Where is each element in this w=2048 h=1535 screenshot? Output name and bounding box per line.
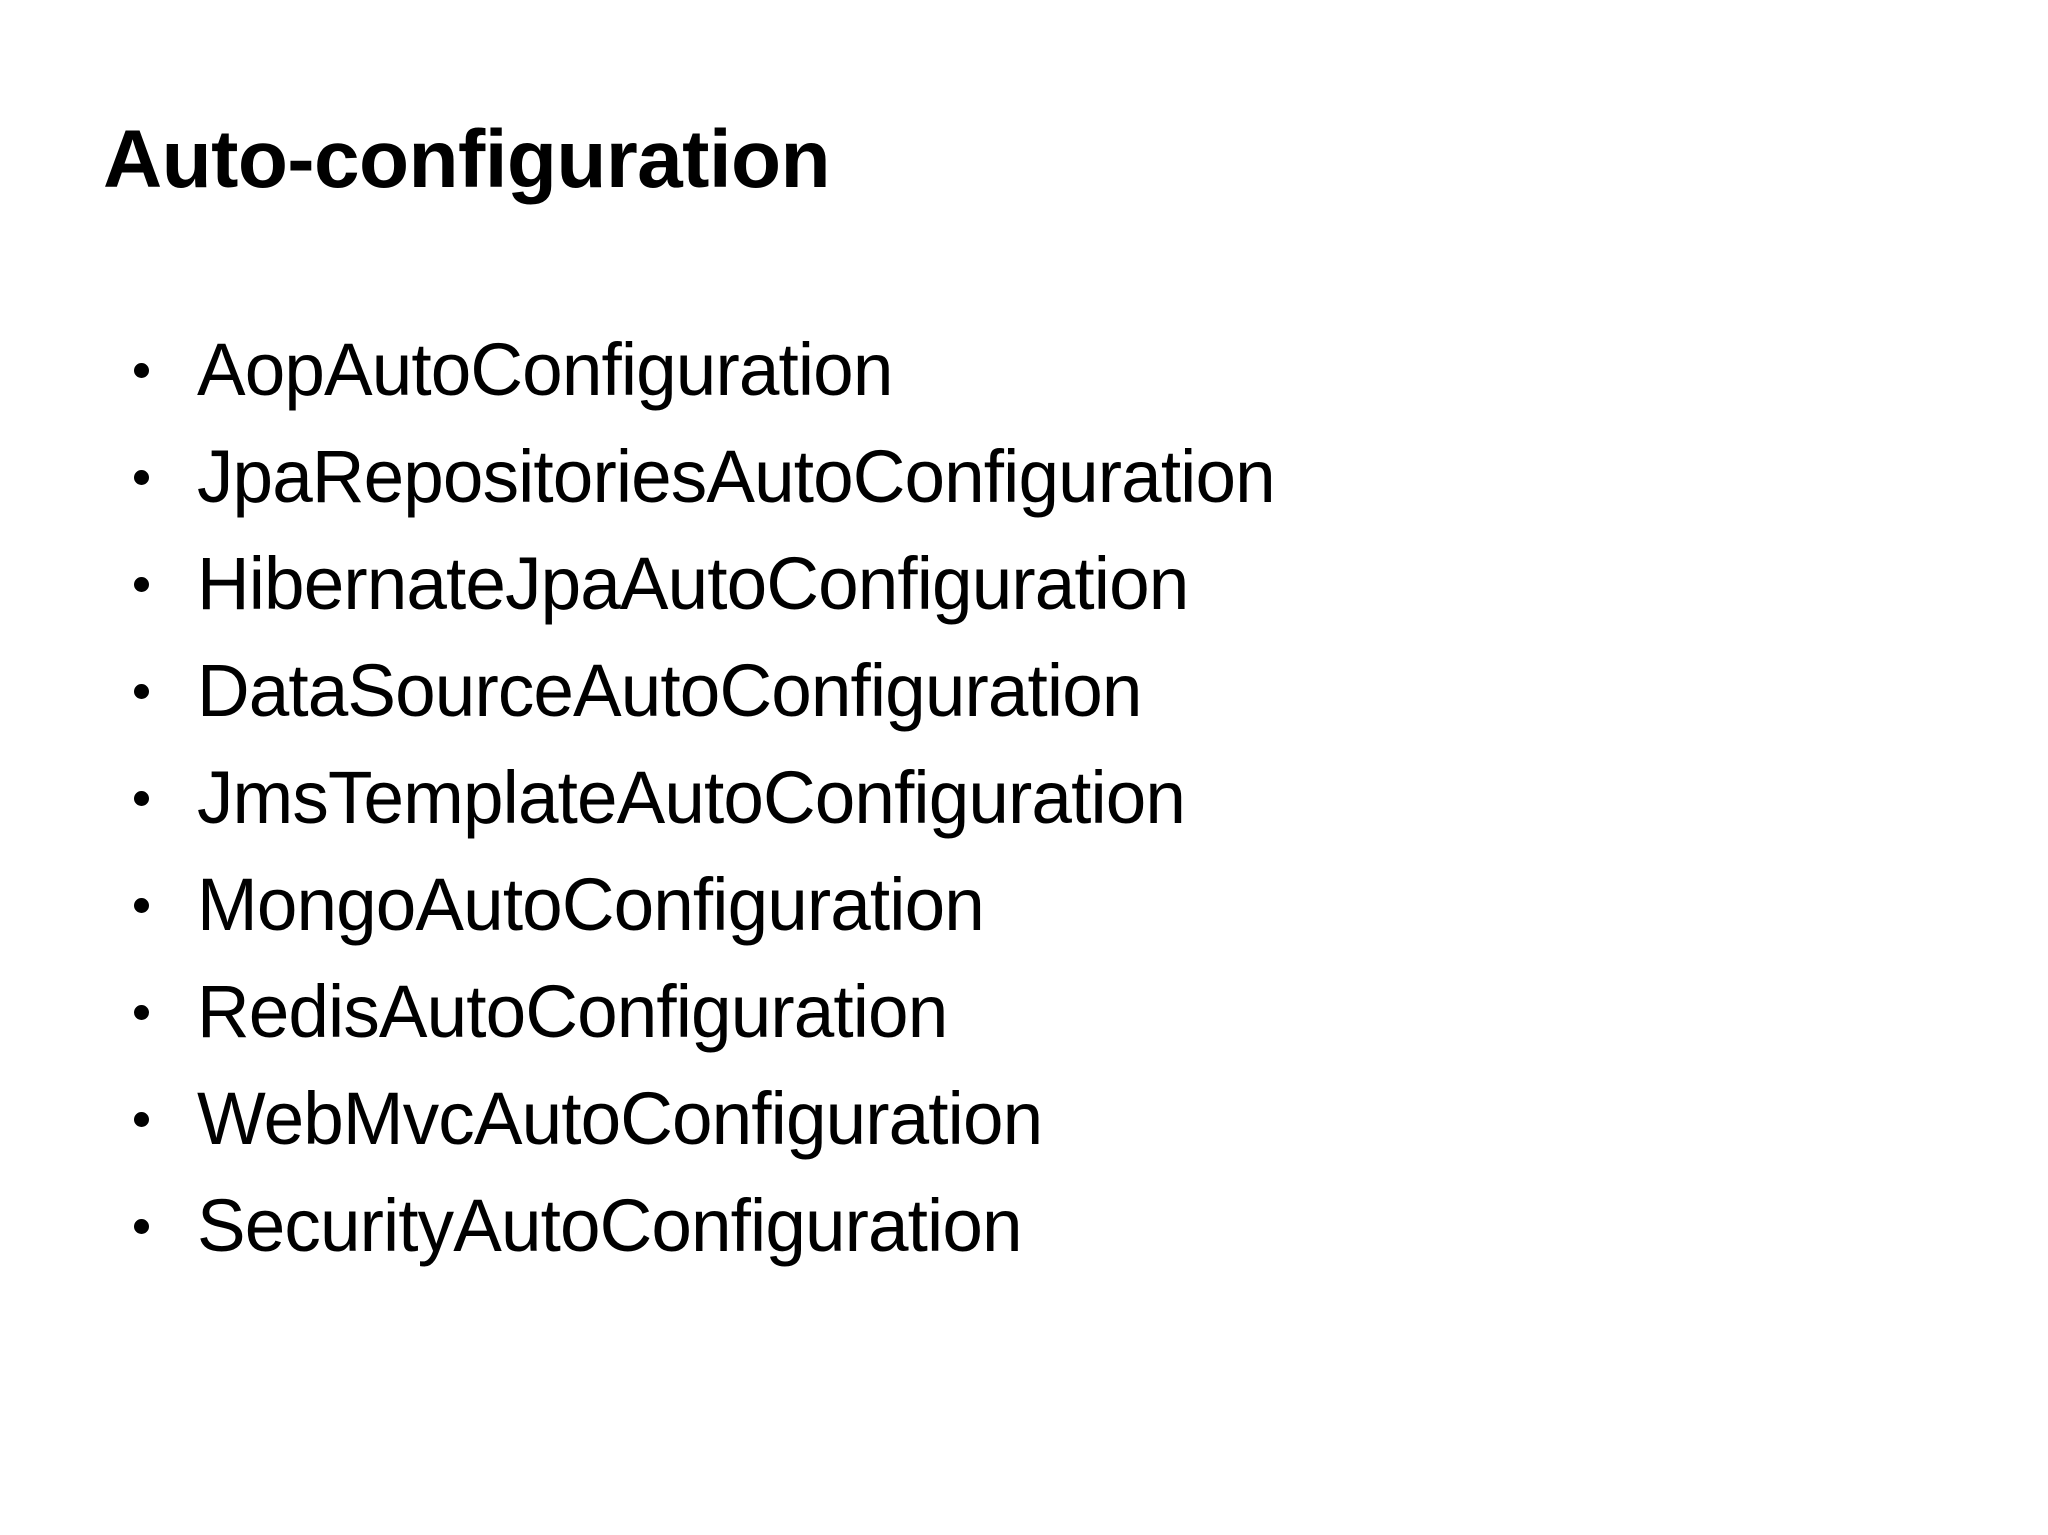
- bullet-dot-icon: [134, 577, 149, 592]
- list-item-label: AopAutoConfiguration: [197, 328, 893, 411]
- auto-configuration-list: AopAutoConfiguration JpaRepositoriesAuto…: [0, 316, 2048, 1279]
- page-title: Auto-configuration: [103, 114, 831, 205]
- bullet-dot-icon: [134, 1112, 149, 1127]
- list-item: JpaRepositoriesAutoConfiguration: [0, 423, 2048, 530]
- list-item: HibernateJpaAutoConfiguration: [0, 530, 2048, 637]
- list-item: RedisAutoConfiguration: [0, 958, 2048, 1065]
- list-item-label: DataSourceAutoConfiguration: [197, 649, 1142, 732]
- list-item: WebMvcAutoConfiguration: [0, 1065, 2048, 1172]
- list-item: AopAutoConfiguration: [0, 316, 2048, 423]
- list-item-label: JmsTemplateAutoConfiguration: [197, 756, 1186, 839]
- list-item-label: WebMvcAutoConfiguration: [197, 1077, 1043, 1160]
- list-item-label: HibernateJpaAutoConfiguration: [197, 542, 1189, 625]
- list-item-label: JpaRepositoriesAutoConfiguration: [197, 435, 1276, 518]
- list-item-label: SecurityAutoConfiguration: [197, 1184, 1023, 1267]
- bullet-dot-icon: [134, 1005, 149, 1020]
- list-item: DataSourceAutoConfiguration: [0, 637, 2048, 744]
- bullet-dot-icon: [134, 684, 149, 699]
- list-item-label: MongoAutoConfiguration: [197, 863, 985, 946]
- list-item-label: RedisAutoConfiguration: [197, 970, 948, 1053]
- bullet-dot-icon: [134, 898, 149, 913]
- bullet-dot-icon: [134, 1219, 149, 1234]
- list-item: MongoAutoConfiguration: [0, 851, 2048, 958]
- bullet-dot-icon: [134, 791, 149, 806]
- list-item: JmsTemplateAutoConfiguration: [0, 744, 2048, 851]
- bullet-dot-icon: [134, 470, 149, 485]
- list-item: SecurityAutoConfiguration: [0, 1172, 2048, 1279]
- bullet-dot-icon: [134, 363, 149, 378]
